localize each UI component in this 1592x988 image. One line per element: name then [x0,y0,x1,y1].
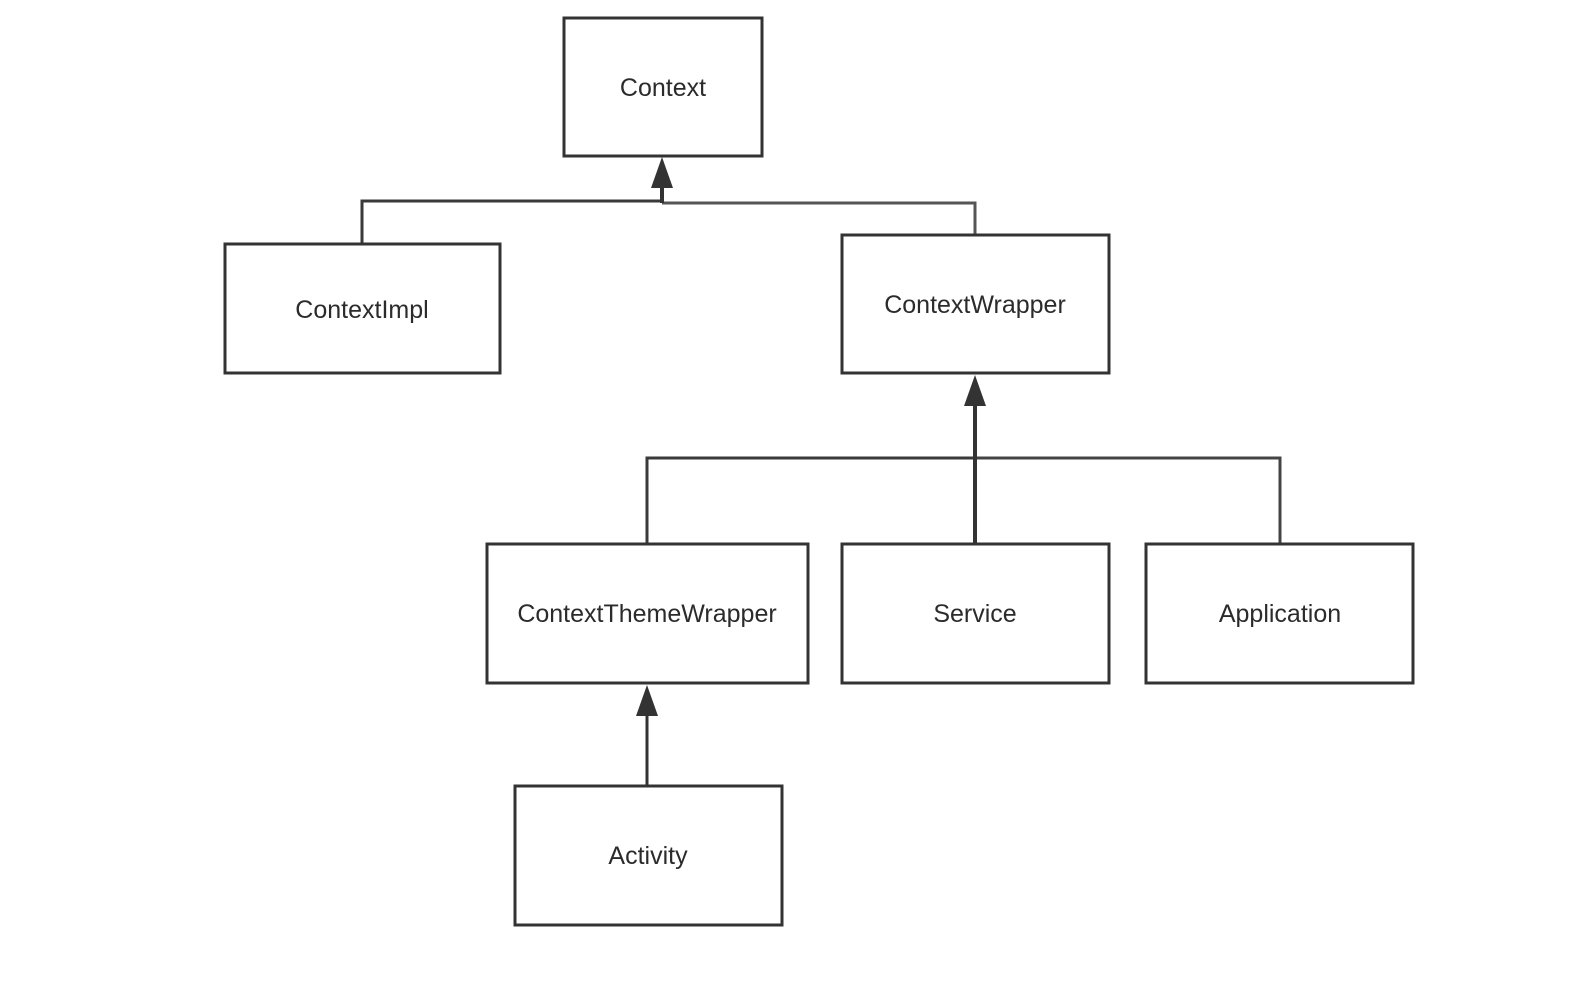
edge-group-contextwrapper [645,375,1282,544]
edge-contextimpl-to-context [360,199,662,244]
edge-contextwrapper-to-context [662,201,977,235]
node-contextwrapper: ContextWrapper [840,233,1111,375]
edge-contextthemewrapper-to-contextwrapper [645,456,975,544]
node-contextimpl: ContextImpl [223,242,502,375]
node-application-box [1144,542,1415,685]
node-application-label: Application [1219,600,1341,628]
node-contextthemewrapper-box [485,542,810,685]
edge-application-to-contextwrapper [975,456,1282,544]
node-context-label: Context [620,74,706,102]
node-service-label: Service [933,600,1016,628]
node-context-box [562,16,764,158]
node-activity: Activity [513,784,784,927]
node-contextthemewrapper: ContextThemeWrapper [485,542,810,685]
arrowhead-contextwrapper [964,375,986,406]
node-context: Context [562,16,764,158]
node-activity-box [513,784,784,927]
edge-group-context [360,157,977,244]
node-contextimpl-box [223,242,502,375]
node-contextwrapper-label: ContextWrapper [884,291,1066,319]
node-service: Service [840,542,1111,685]
arrowhead-contextthemewrapper [636,685,658,716]
arrowhead-context [651,157,673,188]
node-contextwrapper-box [840,233,1111,375]
node-application: Application [1144,542,1415,685]
node-contextimpl-label: ContextImpl [295,296,428,324]
node-service-box [840,542,1111,685]
node-contextthemewrapper-label: ContextThemeWrapper [517,600,776,628]
edge-group-contextthemewrapper [636,685,658,786]
node-activity-label: Activity [608,842,688,870]
